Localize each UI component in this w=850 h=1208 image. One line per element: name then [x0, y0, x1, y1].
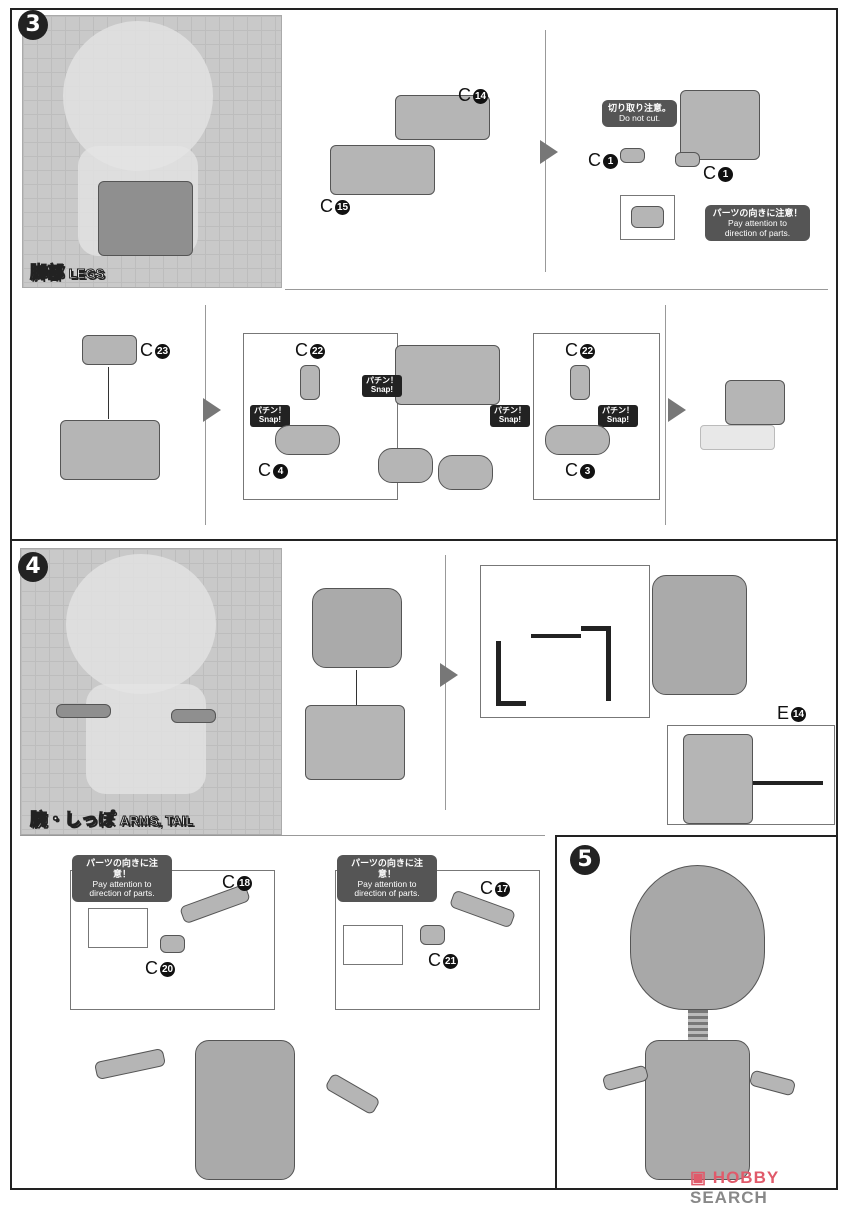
arm-highlight: [56, 704, 111, 718]
part-c22: [570, 365, 590, 400]
divider: [20, 835, 545, 836]
part-legs: [305, 705, 405, 780]
next-arrow-icon: [540, 140, 558, 164]
part-c15: [330, 145, 435, 195]
part-assembled-body: [652, 575, 747, 695]
detail-box: [620, 195, 675, 240]
pin-detail-box: [667, 725, 835, 825]
do-not-cut-note: 切り取り注意。Do not cut.: [602, 100, 678, 127]
part-assembled-body: [645, 1040, 750, 1180]
step-number: 4: [18, 552, 48, 582]
runner-detail-box: [480, 565, 650, 718]
part-assembled-body: [195, 1040, 295, 1180]
part-c21: [420, 925, 445, 945]
part-c1b: [675, 152, 700, 167]
arrow-down: [108, 367, 109, 419]
part-c4: [275, 425, 340, 455]
attention-note: パーツの向きに注意！Pay attention to direction of …: [337, 855, 437, 903]
snap-note: パチン！Snap!: [598, 405, 638, 427]
part-e14-pin: [531, 634, 581, 638]
foot-right-box: [533, 333, 660, 500]
part-c22: [300, 365, 320, 400]
part-c1a: [620, 148, 645, 163]
part-c3: [545, 425, 610, 455]
step5-box: [555, 835, 838, 1190]
robot-body-ghost: [86, 684, 206, 794]
step4-illustration: [20, 548, 282, 835]
step-title: 脚部 LEGS: [30, 258, 105, 283]
robot-head-ghost: [66, 554, 216, 694]
divider: [285, 289, 828, 290]
title-en: LEGS: [68, 266, 105, 282]
page-frame: [10, 8, 838, 1190]
arrow-down: [356, 670, 357, 710]
title-jp: 腕・しっぽ: [30, 810, 116, 830]
step-number: 3: [18, 10, 48, 40]
next-arrow-icon: [203, 398, 221, 422]
part-legs: [60, 420, 160, 480]
stand-base: [700, 425, 775, 450]
title-jp: 脚部: [30, 263, 65, 283]
part-foot: [378, 448, 433, 483]
step-number: 5: [570, 845, 600, 875]
detail-box: [343, 925, 403, 965]
watermark-logo: ▣ HOBBY SEARCH: [690, 1168, 779, 1207]
part-body-drum: [312, 588, 402, 668]
part-c20: [160, 935, 185, 953]
tail-highlight: [171, 709, 216, 723]
step-title: 腕・しっぽ ARMS, TAIL: [30, 805, 194, 830]
part-legs: [395, 345, 500, 405]
detail-box: [88, 908, 148, 948]
next-arrow-icon: [440, 663, 458, 687]
part-c23: [82, 335, 137, 365]
part-c14: [395, 95, 490, 140]
attention-note: パーツの向きに注意！Pay attention to direction of …: [705, 205, 810, 242]
runner-frame: [581, 626, 611, 701]
part-foot: [438, 455, 493, 490]
legs-highlight: [98, 181, 193, 256]
next-arrow-icon: [668, 398, 686, 422]
snap-note: パチン！Snap!: [362, 375, 402, 397]
snap-note: パチン！Snap!: [490, 405, 530, 427]
part-legs-assembly: [680, 90, 760, 160]
snap-note: パチン！Snap!: [250, 405, 290, 427]
robot-head: [630, 865, 765, 1010]
attention-note: パーツの向きに注意！Pay attention to direction of …: [72, 855, 172, 903]
neck-spring: [688, 1010, 708, 1040]
part-assembled-legs: [725, 380, 785, 425]
runner-frame: [496, 641, 526, 706]
section-divider: [10, 539, 838, 541]
step3-illustration: [22, 15, 282, 288]
divider: [665, 305, 666, 525]
title-en: ARMS, TAIL: [119, 813, 194, 829]
